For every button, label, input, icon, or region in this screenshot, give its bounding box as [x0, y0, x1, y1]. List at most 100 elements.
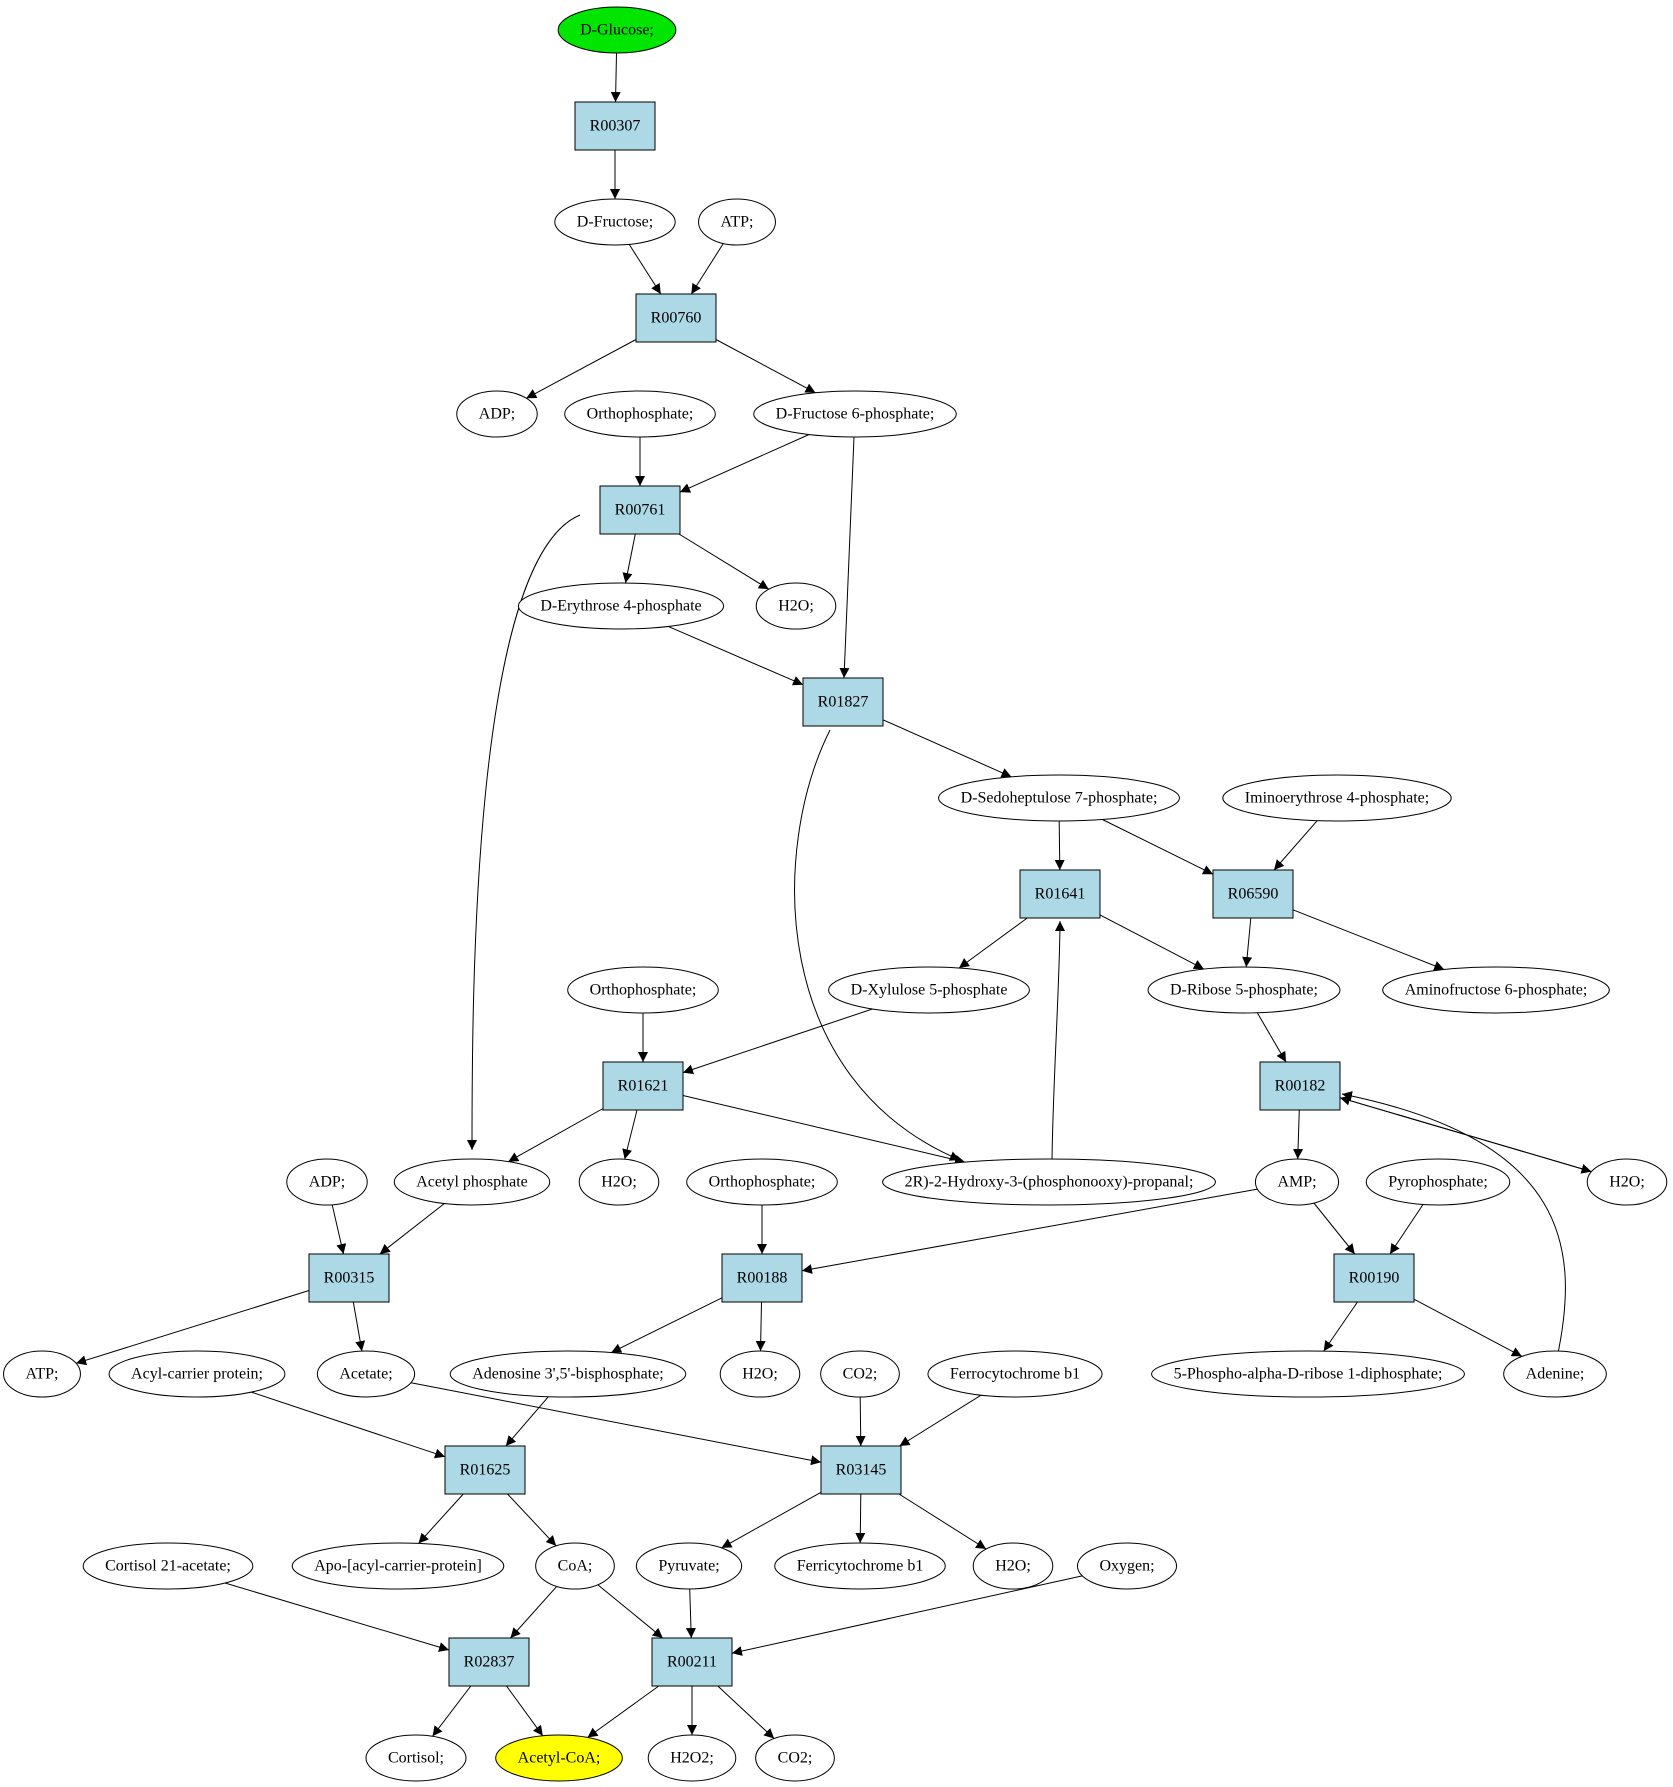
metabolite-ellipse [449, 1350, 687, 1398]
edge-arrow [507, 1493, 557, 1547]
edge-arrow [855, 1396, 866, 1447]
edge-arrow [506, 1685, 544, 1737]
metabolite-node: Orthophosphate; [564, 390, 716, 438]
edge-arrow [1273, 820, 1318, 871]
edge-arrow [505, 1396, 549, 1447]
node-label: R03145 [836, 1462, 887, 1479]
metabolite-node: H2O; [578, 1158, 660, 1206]
metabolite-ellipse [972, 1542, 1054, 1590]
metabolite-node: Acetyl phosphate [393, 1158, 551, 1206]
edge-arrow [668, 625, 804, 686]
metabolite-ellipse [635, 1542, 743, 1590]
metabolite-ellipse [286, 1158, 368, 1206]
reaction-box [802, 677, 884, 727]
node-label: Apo-[acyl-carrier-protein] [314, 1558, 482, 1575]
metabolite-ellipse [1503, 1350, 1607, 1398]
node-label: R00760 [651, 310, 702, 327]
metabolite-node: Acyl-carrier protein; [108, 1350, 286, 1398]
reaction-box [651, 1637, 733, 1687]
metabolite-ellipse [564, 390, 716, 438]
node-label: D-Fructose 6-phosphate; [776, 406, 935, 423]
node-label: H2O2; [670, 1750, 714, 1767]
metabolite-ellipse [755, 582, 837, 630]
edge-arrow [1413, 1298, 1523, 1357]
node-label: R00182 [1275, 1078, 1326, 1095]
edge-arrow [678, 533, 770, 590]
metabolite-ellipse [1586, 1158, 1668, 1206]
reaction-box [721, 1253, 803, 1303]
edge-arrow [224, 1582, 450, 1652]
reaction-box [308, 1253, 390, 1303]
reaction-node: R02837 [448, 1637, 530, 1687]
edge-arrow [410, 1382, 822, 1466]
metabolite-ellipse [578, 1158, 660, 1206]
edge-arrow [839, 436, 855, 679]
edge-arrow [1341, 1091, 1566, 1359]
edge-arrow [352, 1301, 366, 1352]
node-label: Orthophosphate; [587, 406, 694, 423]
node-label: R00190 [1349, 1270, 1400, 1287]
edge-arrow [251, 1391, 446, 1459]
metabolite-ellipse [774, 1542, 946, 1590]
node-label: H2O; [601, 1174, 637, 1191]
edge-arrow [898, 1493, 987, 1550]
metabolite-node: D-Fructose; [554, 198, 676, 246]
node-label: Acetyl-CoA; [518, 1750, 601, 1767]
edge-arrow [1242, 917, 1253, 968]
nodes: D-Glucose;R00307D-Fructose;ATP;R00760ADP… [3, 6, 1668, 1782]
node-label: R01827 [818, 694, 869, 711]
metabolite-node: H2O; [972, 1542, 1054, 1590]
edge-arrow [717, 1685, 775, 1739]
edge-arrow [690, 243, 724, 295]
metabolite-ellipse [495, 1734, 623, 1782]
edge-arrow [587, 1685, 660, 1738]
edge-arrow [597, 1584, 664, 1639]
node-label: R00761 [615, 502, 666, 519]
edge-arrow [432, 1685, 472, 1737]
reaction-node: R01625 [444, 1445, 526, 1495]
metabolite-ellipse [1076, 1542, 1178, 1590]
metabolite-ellipse [554, 198, 676, 246]
node-label: D-Erythrose 4-phosphate [540, 598, 701, 615]
metabolite-ellipse [1365, 1158, 1511, 1206]
metabolite-ellipse [1382, 966, 1610, 1014]
metabolite-ellipse [755, 1734, 835, 1782]
metabolite-ellipse [316, 1350, 416, 1398]
edge-arrow [1256, 1012, 1287, 1063]
node-label: ATP; [26, 1366, 59, 1383]
metabolite-node: Orthophosphate; [567, 966, 719, 1014]
metabolite-ellipse [927, 1350, 1103, 1398]
edge-arrow [622, 1109, 638, 1160]
reaction-node: R00761 [599, 485, 681, 535]
metabolite-ellipse [393, 1158, 551, 1206]
node-label: Acetate; [339, 1366, 392, 1383]
node-label: H2O; [742, 1366, 778, 1383]
edge-arrow [731, 1575, 1083, 1656]
node-label: CoA; [558, 1558, 593, 1575]
node-label: H2O; [778, 598, 814, 615]
metabolite-node: 5-Phospho-alpha-D-ribose 1-diphosphate; [1151, 1350, 1465, 1398]
edge-arrow [855, 1493, 866, 1544]
node-label: D-Fructose; [577, 214, 653, 231]
node-label: Ferrocytochrome b1 [950, 1366, 1080, 1383]
edges [75, 52, 1592, 1739]
metabolite-ellipse [647, 1734, 737, 1782]
metabolite-node: H2O2; [647, 1734, 737, 1782]
metabolite-ellipse [365, 1734, 467, 1782]
edge-arrow [1051, 920, 1065, 1168]
edge-arrow [1102, 819, 1214, 875]
node-label: Aminofructose 6-phosphate; [1405, 982, 1588, 999]
metabolite-ellipse [517, 582, 725, 630]
metabolite-node: Adenosine 3',5'-bisphosphate; [449, 1350, 687, 1398]
metabolite-node: CO2; [755, 1734, 835, 1782]
edge-arrow [882, 719, 1012, 778]
reaction-box [599, 485, 681, 535]
node-label: ADP; [309, 1174, 345, 1191]
node-label: Oxygen; [1099, 1558, 1154, 1575]
metabolite-node: Cortisol 21-acetate; [82, 1542, 254, 1590]
metabolite-node: H2O; [719, 1350, 801, 1398]
metabolite-node: CO2; [820, 1350, 900, 1398]
node-label: R01621 [618, 1078, 669, 1095]
reaction-box [448, 1637, 530, 1687]
